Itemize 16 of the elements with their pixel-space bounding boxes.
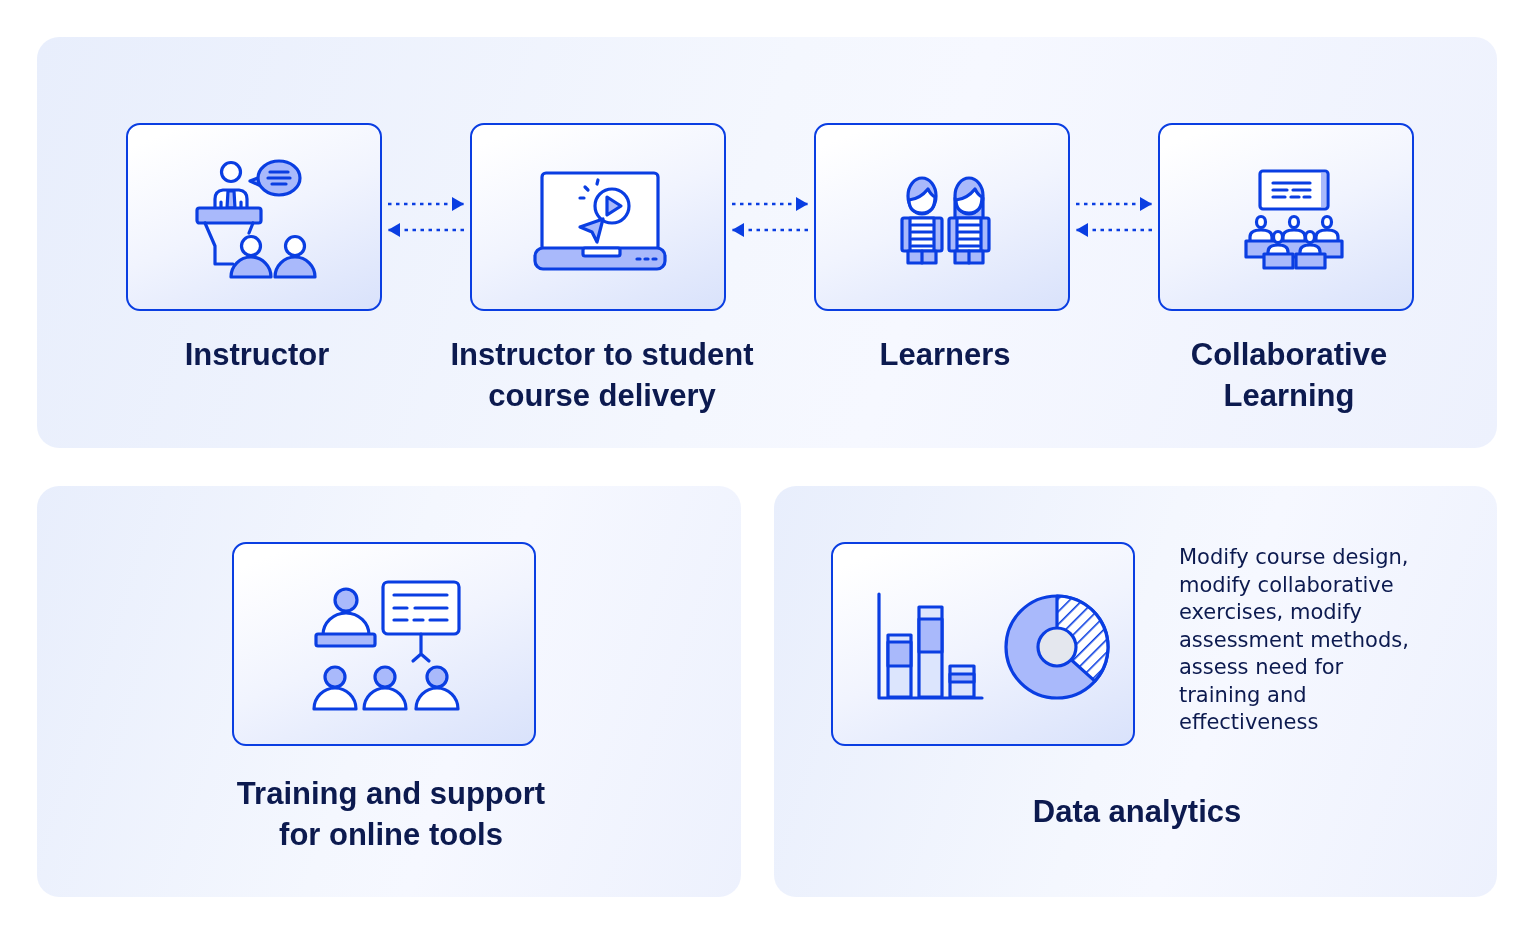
dotted-arrow	[1076, 223, 1152, 237]
background-panel	[37, 37, 1497, 448]
dotted-arrow	[388, 197, 464, 211]
card-title: Training and support for online tools	[235, 775, 547, 854]
card-title: Data analytics	[1032, 793, 1242, 831]
dotted-arrow	[732, 223, 808, 237]
card-title: Instructor to student course delivery	[449, 336, 755, 415]
background-panel	[37, 486, 741, 897]
dotted-arrow	[1076, 197, 1152, 211]
card-title: Collaborative Learning	[1189, 336, 1389, 415]
description-text: Modify course design, modify collaborative exercises, modify assessment methods, assess need for training and effectiveness	[1179, 544, 1410, 736]
card-title: Learners	[879, 336, 1011, 374]
dotted-arrow	[388, 223, 464, 237]
card-title: Instructor	[184, 336, 330, 374]
background-panel	[774, 486, 1497, 897]
dotted-arrow	[732, 197, 808, 211]
